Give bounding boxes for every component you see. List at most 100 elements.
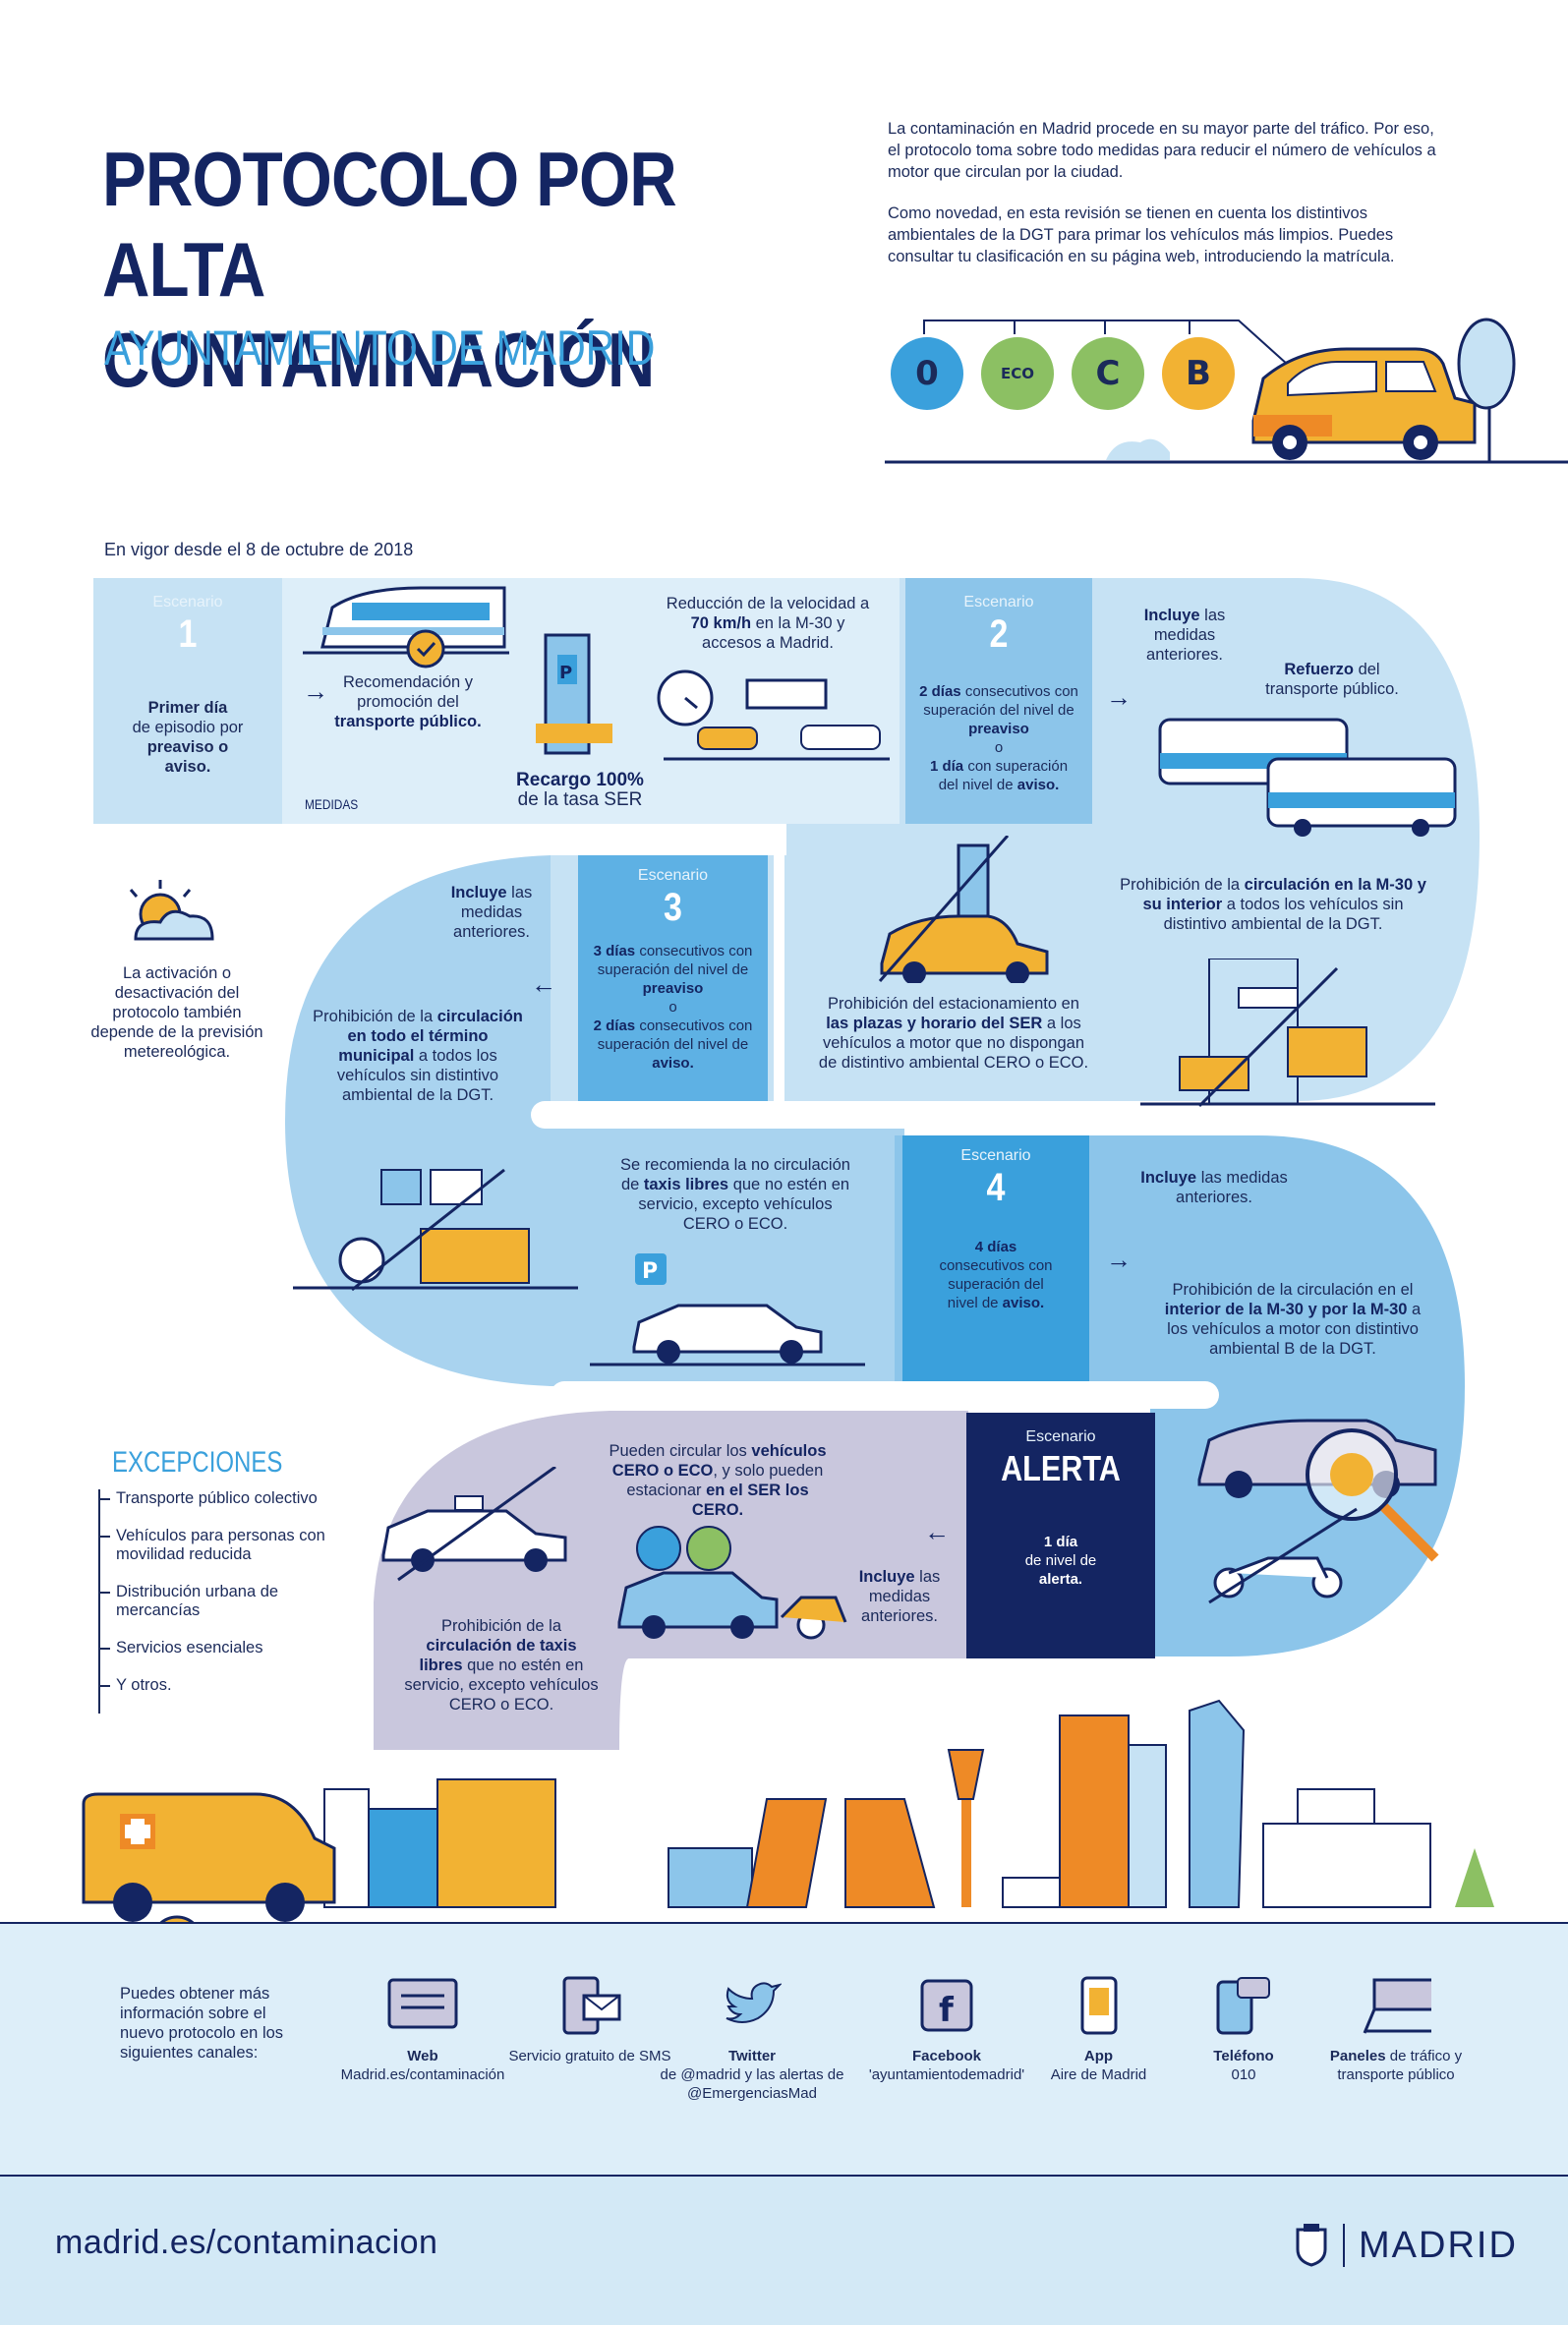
channels-section <box>0 1922 1568 2177</box>
s4-measure-pre: Prohibición de la circulación en el <box>1172 1281 1414 1299</box>
channel-app[interactable]: App Aire de Madrid <box>1003 1976 1194 2084</box>
page-title: PROTOCOLO POR ALTA CONTAMINACIÓN <box>102 134 779 405</box>
city-vehicles-illustration <box>293 1168 578 1292</box>
scenario-3-measure-parking: Prohibición del estacionamiento en las p… <box>816 994 1091 1073</box>
measure-speed-text: Reducción de la velocidad a <box>666 595 870 612</box>
measure-ser-bold: Recargo 100% <box>516 770 644 790</box>
alerta-eco-b2: en el SER los CERO. <box>691 1482 809 1519</box>
s2-includes-bold: Incluye <box>1143 607 1200 624</box>
channel-web[interactable]: Web Madrid.es/contaminación <box>329 1976 516 2084</box>
madrid-wordmark: MADRID <box>1359 2224 1518 2266</box>
alerta-header: Escenario ALERTA 1 día de nivel de alert… <box>966 1413 1155 1658</box>
alerta-trigger: 1 día de nivel de alerta. <box>966 1533 1155 1589</box>
scenario-1-measure-transport: Recomendación y promoción del transporte… <box>324 672 492 731</box>
scenario-4-number: 4 <box>986 1166 1006 1209</box>
title-line-2: ALTA CONTAMINACIÓN <box>102 226 655 403</box>
s3-m30-pre: Prohibición de la <box>1120 876 1241 894</box>
channel-facebook-detail: 'ayuntamientodemadrid' <box>868 2066 1025 2083</box>
arrow-left-icon: ← <box>531 969 556 999</box>
scenario-2-includes: Incluye las medidas anteriores. <box>1131 606 1239 665</box>
s3-m30-bold: circulación en la M-30 y su interior <box>1142 876 1426 913</box>
channel-phone-detail: 010 <box>1231 2066 1256 2083</box>
scenario-3-header: Escenario 3 3 días consecutivos con supe… <box>578 855 768 1101</box>
channel-panels[interactable]: Paneles de tráfico y transporte público <box>1298 1976 1494 2084</box>
panel-icon <box>1361 1976 1431 2035</box>
s3-b4: aviso. <box>652 1055 694 1072</box>
speed-road-illustration <box>657 669 890 761</box>
s3-b2: preaviso <box>642 980 704 997</box>
madrid-skyline-illustration: + <box>82 1699 1494 1927</box>
page-subtitle: AYUNTAMIENTO DE MADRID <box>104 320 656 376</box>
logo-divider <box>1343 2224 1345 2267</box>
alerta-eco-b1: vehículos CERO o ECO <box>611 1442 827 1480</box>
s2-measure-text: del transporte público. <box>1265 661 1399 698</box>
madrid-crest-icon <box>1296 2224 1327 2267</box>
city-traffic-illustration <box>1140 959 1435 1108</box>
scenario-2-number: 2 <box>989 612 1009 656</box>
scenario-1-trigger-mid: de episodio por <box>132 719 244 736</box>
scenario-4-measure: Prohibición de la circulación en el inte… <box>1160 1280 1425 1359</box>
alerta-includes-text: las medidas anteriores. <box>861 1568 941 1625</box>
s4-taxi-bold: taxis libres <box>643 1176 729 1193</box>
exception-item: Y otros. <box>100 1676 342 1695</box>
intro-paragraph-2: Como novedad, en esta revisión se tienen… <box>888 204 1395 265</box>
intro-paragraph-1: La contaminación en Madrid procede en su… <box>888 120 1436 181</box>
exceptions-list: Transporte público colectivo Vehículos p… <box>98 1489 342 1714</box>
measures-label: MEDIDAS <box>305 796 359 812</box>
footer-url[interactable]: madrid.es/contaminacion <box>55 2224 438 2261</box>
s4-includes-text: las medidas anteriores. <box>1176 1169 1288 1206</box>
s4-taxi-post: que no estén en servicio, excepto vehícu… <box>638 1176 850 1233</box>
alerta-measure-taxi: Prohibición de la circulación de taxis l… <box>403 1616 600 1715</box>
s4-b2: aviso. <box>1002 1295 1045 1311</box>
channel-twitter-title: Twitter <box>727 2048 777 2064</box>
scenario-3-measure-city: Prohibición de la circulación en todo el… <box>310 1007 526 1105</box>
channel-panels-title: Paneles <box>1329 2048 1386 2064</box>
channel-facebook[interactable]: f Facebook 'ayuntamientodemadrid' <box>853 1976 1040 2084</box>
dgt-badges: 0 ECO C B <box>891 337 1235 410</box>
channel-twitter-detail: de @madrid y las alertas de @Emergencias… <box>660 2066 844 2102</box>
svg-text:P: P <box>642 1259 658 1284</box>
s3-m30-post: a todos los vehículos sin distintivo amb… <box>1163 896 1404 933</box>
s3-t1: consecutivos con superación del nivel de <box>597 943 753 978</box>
s4-includes-bold: Incluye <box>1140 1169 1197 1187</box>
s2-includes-text: las medidas anteriores. <box>1146 607 1226 664</box>
scenario-2-trigger: 2 días consecutivos con superación del n… <box>905 682 1092 794</box>
channel-twitter[interactable]: Twitter de @madrid y las alertas de @Eme… <box>659 1976 845 2103</box>
channel-phone[interactable]: Teléfono 010 <box>1150 1976 1337 2084</box>
measure-speed-post: en la M-30 y accesos a Madrid. <box>702 614 845 652</box>
s2-b4: aviso. <box>1016 777 1060 793</box>
scenario-1-label: Escenario <box>152 594 223 610</box>
scenario-2-label: Escenario <box>963 594 1034 610</box>
scenario-1-measure-ser: Recargo 100% de la tasa SER <box>492 771 668 810</box>
alerta-b2: alerta. <box>1038 1571 1083 1588</box>
channel-facebook-title: Facebook <box>911 2048 982 2064</box>
measure-transport-bold: transporte público. <box>334 713 482 730</box>
scenario-3-trigger: 3 días consecutivos con superación del n… <box>578 942 768 1073</box>
badge-cero: 0 <box>891 337 963 410</box>
alerta-includes-bold: Incluye <box>858 1568 915 1586</box>
madrid-logo: MADRID <box>1294 2224 1518 2267</box>
app-icon <box>1064 1976 1134 2035</box>
s3-includes-bold: Incluye <box>450 884 507 901</box>
s3-o: o <box>668 999 677 1016</box>
s3-city-bold: circulación en todo el término municipal <box>338 1008 523 1065</box>
intro-text: La contaminación en Madrid procede en su… <box>888 118 1438 287</box>
parking-meter-illustration: P <box>536 633 612 755</box>
channel-sms[interactable]: Servicio gratuito de SMS <box>492 1976 688 2065</box>
scenario-2-header: Escenario 2 2 días consecutivos con supe… <box>905 578 1092 824</box>
arrow-right-icon: → <box>1106 1245 1132 1274</box>
measure-speed-bold: 70 km/h <box>690 614 752 632</box>
s2-b2: preaviso <box>968 721 1029 737</box>
scenario-1-trigger-bold: preaviso o aviso. <box>146 738 229 776</box>
train-illustration <box>303 586 509 668</box>
footer <box>0 2175 1568 2325</box>
exception-item: Distribución urbana de mercancías <box>100 1583 342 1620</box>
scenario-3-number: 3 <box>664 886 682 929</box>
channel-panels-detail: de tráfico y transporte público <box>1337 2048 1463 2083</box>
scenario-3-label: Escenario <box>637 867 709 884</box>
arrow-right-icon: → <box>1106 682 1132 712</box>
scenario-3-includes: Incluye las medidas anteriores. <box>433 883 551 942</box>
weather-note: La activación o desactivación del protoc… <box>90 964 263 1061</box>
scenario-2-measure: Refuerzo del transporte público. <box>1258 660 1406 699</box>
measure-transport-text: Recomendación y promoción del <box>342 673 474 711</box>
